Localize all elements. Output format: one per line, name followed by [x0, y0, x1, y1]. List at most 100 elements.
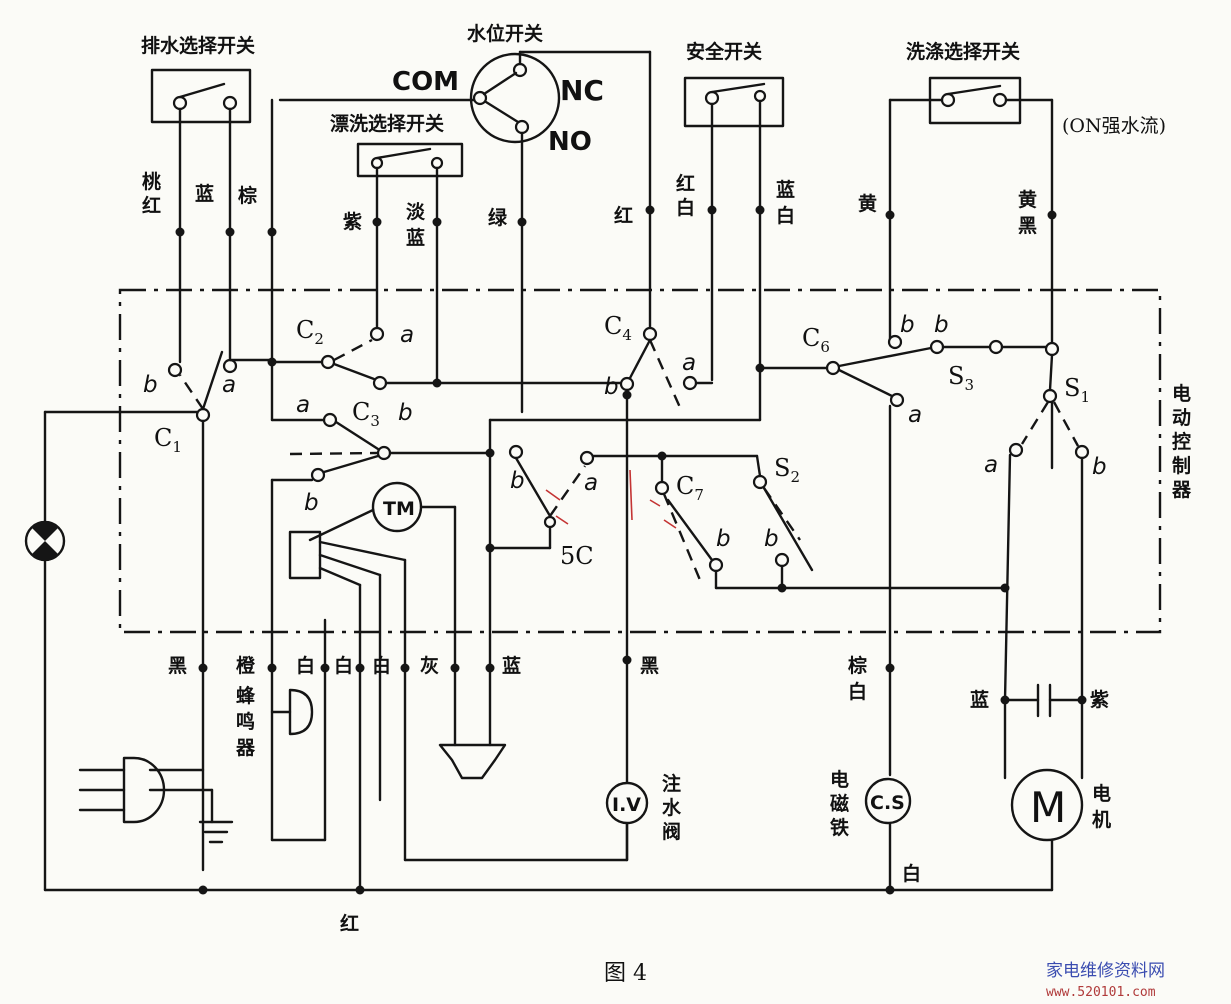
- wire-blue-cap: 蓝: [970, 688, 989, 711]
- buzzer-label: 蜂 鸣 器: [235, 684, 256, 759]
- safety-switch-label: 安全开关: [686, 40, 762, 63]
- wire-yellow: 黄: [858, 192, 877, 215]
- wash-switch-label: 洗涤选择开关: [906, 40, 1020, 63]
- drain-switch-label: 排水选择开关: [141, 34, 255, 57]
- solenoid-icon: [864, 777, 912, 825]
- wire-orange: 橙: [236, 654, 256, 677]
- valve-cup-icon: [438, 743, 507, 780]
- nc-label: NC: [560, 74, 604, 107]
- plug-icon: [78, 756, 166, 824]
- wire-blue: 蓝: [195, 182, 214, 205]
- rinse-select-switch: [356, 142, 464, 385]
- valve-char-1: 注: [662, 772, 681, 795]
- motor-char-1: 电: [1092, 782, 1111, 805]
- watermark-url: www.520101.com: [1046, 985, 1156, 1000]
- wire-black-2: 黑: [640, 655, 659, 677]
- 5c-b: b: [510, 468, 525, 494]
- c2-label: C2: [296, 316, 324, 348]
- s3-b2: b: [934, 312, 949, 338]
- c4-b: b: [604, 374, 619, 400]
- magnet-label: 电 磁 铁: [830, 768, 849, 839]
- com-label: COM: [392, 67, 459, 97]
- wire-brown-white-1: 棕: [848, 654, 867, 677]
- m-label: M: [1030, 783, 1066, 832]
- c1-label: C1: [154, 424, 182, 456]
- buzzer-char-1: 蜂: [236, 684, 256, 707]
- lamp-icon: [24, 520, 66, 562]
- wire-brown-white-2: 白: [848, 680, 867, 703]
- water-level-switch-label: 水位开关: [467, 22, 543, 45]
- c7-b: b: [716, 526, 731, 552]
- magnet-char-3: 铁: [830, 816, 849, 839]
- wire-white-1: 白: [296, 654, 315, 677]
- s3-b1: b: [900, 312, 915, 338]
- wire-purple-cap: 紫: [1090, 689, 1109, 711]
- 5c-a: a: [584, 470, 598, 496]
- controller-char-2: 动: [1172, 407, 1191, 429]
- drain-select-switch: [150, 68, 252, 364]
- buzzer-char-3: 器: [235, 737, 256, 759]
- motor-icon: [1003, 698, 1084, 842]
- motor-label: 电 机: [1092, 782, 1111, 831]
- wire-yellow-black-1: 黄: [1018, 188, 1037, 211]
- valve-char-2: 水: [662, 797, 682, 819]
- s3-a: a: [908, 402, 922, 428]
- c1-a: a: [222, 372, 236, 398]
- wire-red-white-2: 白: [676, 196, 695, 219]
- wire-red-top: 红: [614, 204, 633, 227]
- magnet-char-2: 磁: [830, 792, 849, 815]
- figure-caption: 图 4: [604, 961, 647, 986]
- wash-select-switch: [888, 76, 1054, 345]
- wire-red-bottom: 红: [340, 912, 359, 935]
- s2-b: b: [764, 526, 779, 552]
- s1-label: S1: [1064, 374, 1090, 406]
- magnet-char-1: 电: [830, 768, 849, 791]
- c1-b: b: [143, 372, 158, 398]
- s1-b: b: [1092, 454, 1107, 480]
- tm-label: TM: [383, 498, 415, 520]
- s1-a: a: [984, 452, 998, 478]
- on-strong-label: (ON强水流): [1062, 115, 1166, 137]
- no-label: NO: [548, 127, 592, 157]
- c2-a: a: [400, 322, 414, 348]
- wire-yellow-black-2: 黑: [1018, 215, 1037, 237]
- controller-box: [118, 288, 1162, 634]
- iv-label: I.V: [612, 794, 641, 816]
- bottom-wires: [43, 357, 1054, 895]
- wire-blue-white-1: 蓝: [776, 178, 795, 201]
- wire-red-white-1: 红: [676, 172, 695, 195]
- 5c-label: 5C: [560, 542, 594, 570]
- controller-label: 电 动 控 制 器: [1171, 382, 1192, 501]
- wire-white-bottom: 白: [902, 862, 921, 885]
- s2-label: S2: [774, 454, 800, 486]
- rinse-switch-label: 漂洗选择开关: [330, 112, 444, 135]
- inlet-valve-label: 注 水 阀: [662, 772, 682, 843]
- wire-purple: 紫: [343, 211, 362, 233]
- motor-char-2: 机: [1092, 809, 1111, 831]
- wire-red: 红: [142, 194, 161, 217]
- c3-a: a: [296, 392, 310, 418]
- buzzer-char-2: 鸣: [236, 710, 255, 733]
- c4-label: C4: [604, 312, 632, 344]
- cs-label: C.S: [870, 792, 905, 814]
- contact-letters: b a a a b b b a a b b b a a b b b: [143, 312, 1107, 552]
- wire-grey: 灰: [420, 654, 439, 677]
- c3-b2: b: [304, 490, 319, 516]
- wire-blue-white-2: 白: [776, 204, 795, 227]
- wire-green: 绿: [488, 206, 508, 229]
- s3-label: S3: [948, 362, 974, 394]
- buzzer-icon: [270, 688, 314, 736]
- c3-label: C3: [352, 398, 380, 430]
- top-wires: [175, 50, 1057, 422]
- controller-char-1: 电: [1172, 382, 1191, 405]
- wire-light-blue: 蓝: [406, 226, 425, 249]
- controller-internals: [43, 326, 1090, 892]
- wire-brown: 棕: [238, 184, 257, 207]
- capacitor-icon: [1000, 683, 1087, 718]
- wire-peach: 桃: [142, 170, 161, 193]
- wire-white-2: 白: [334, 654, 353, 677]
- c6-label: C6: [802, 324, 830, 356]
- valve-coil-icon: [605, 781, 649, 825]
- wire-black-1: 黑: [168, 655, 187, 677]
